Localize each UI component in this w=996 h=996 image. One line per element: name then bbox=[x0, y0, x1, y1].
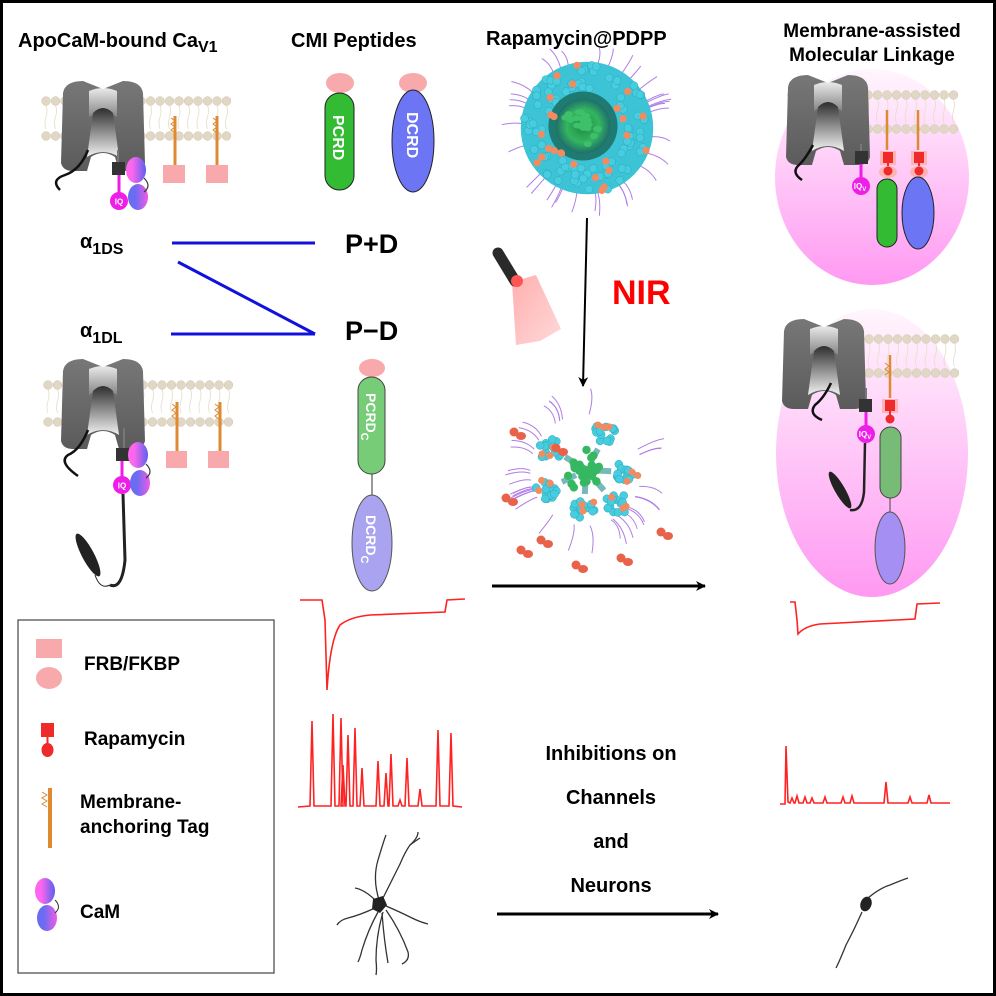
title-cmi-peptides: CMI Peptides bbox=[291, 30, 417, 52]
inhibition-text-line3: and bbox=[593, 831, 629, 853]
membrane-tag-frb-top bbox=[163, 116, 228, 183]
legend-label-membrane-line2: anchoring Tag bbox=[80, 817, 209, 838]
iq-domain-group-top: IQ bbox=[110, 150, 149, 210]
inhibition-text-line4: Neurons bbox=[570, 875, 651, 897]
diagram-svg: ApoCaM-bound CaV1 CMI Peptides Rapamycin… bbox=[17, 21, 969, 976]
iq-circle-icon bbox=[110, 192, 128, 210]
cam-n-lobe-icon bbox=[126, 157, 146, 183]
legend-item-frb-fkbp: FRB/FKBP bbox=[36, 639, 180, 689]
frb-fkbp-icon bbox=[36, 639, 62, 658]
alpha-1dl-label: α1DL bbox=[80, 320, 123, 347]
dcrd-label: DCRD bbox=[403, 112, 420, 158]
legend-label-rapamycin: Rapamycin bbox=[84, 729, 185, 750]
cav1-channel-icon bbox=[61, 359, 145, 449]
inhibition-text-line2: Channels bbox=[566, 787, 656, 809]
linkage-bottom: IQV bbox=[811, 355, 906, 585]
iq-label: IQ bbox=[115, 198, 123, 207]
membrane-tag-frb-bottom bbox=[166, 402, 229, 468]
iqv-label: IQV bbox=[859, 430, 871, 441]
legend-item-rapamycin: Rapamycin bbox=[41, 723, 185, 757]
spike-train-control bbox=[297, 713, 463, 808]
nir-arrow bbox=[578, 217, 589, 387]
legend-item-membrane-tag: Membrane- anchoring Tag bbox=[41, 788, 209, 848]
p-minus-d-label: P−D bbox=[345, 316, 398, 346]
pcrd-c-dcrd-c-peptide-icon: PCRDC DCRDC bbox=[351, 359, 393, 592]
legend-label-cam: CaM bbox=[80, 902, 120, 923]
title-apocam-cav1: ApoCaM-bound CaV1 bbox=[18, 30, 218, 56]
legend-label-membrane-line1: Membrane- bbox=[80, 792, 181, 813]
current-trace-control bbox=[300, 598, 466, 691]
flashlight-icon bbox=[492, 247, 561, 345]
legend-item-cam: CaM bbox=[35, 878, 120, 931]
spike-train-inhibited bbox=[780, 745, 950, 805]
distal-ct-icon bbox=[75, 533, 101, 577]
channel-tail-icon bbox=[63, 429, 90, 478]
nir-label: NIR bbox=[612, 274, 671, 312]
iqv-label: IQV bbox=[854, 182, 866, 193]
neuron-healthy-icon bbox=[336, 831, 429, 976]
neuron-inhibited-icon bbox=[835, 877, 909, 969]
iq-label: IQ bbox=[118, 482, 126, 491]
title-membrane-assisted: Membrane-assisted bbox=[783, 21, 960, 42]
dcrd-c-label: DCRDC bbox=[358, 515, 379, 563]
alpha-1ds-label: α1DS bbox=[80, 231, 124, 258]
linkage-top: IQV bbox=[794, 110, 935, 250]
channel-tail-icon bbox=[54, 149, 90, 191]
pcrd-label: PCRD bbox=[329, 115, 346, 160]
graphical-abstract: ApoCaM-bound CaV1 CMI Peptides Rapamycin… bbox=[3, 3, 993, 993]
pcrd-c-label: PCRDC bbox=[358, 393, 379, 441]
black-square-icon bbox=[112, 162, 125, 175]
cam-c-lobe-icon bbox=[128, 184, 148, 210]
legend-label-frb-fkbp: FRB/FKBP bbox=[84, 654, 180, 675]
cav1-channel-icon bbox=[61, 81, 145, 171]
inhibition-text-line1: Inhibitions on bbox=[545, 743, 676, 765]
traces-group bbox=[297, 598, 950, 808]
iq-domain-group-bottom: IQ bbox=[75, 428, 151, 588]
nanoparticle-released-icon bbox=[501, 388, 673, 573]
pcrd-peptide-icon: PCRD bbox=[324, 73, 355, 191]
p-plus-d-label: P+D bbox=[345, 229, 398, 259]
dcrd-peptide-icon: DCRD bbox=[391, 73, 435, 193]
link-ds-pminusd bbox=[177, 260, 316, 336]
title-rapamycin-pdpp: Rapamycin@PDPP bbox=[486, 28, 667, 50]
rapamycin-icon bbox=[41, 723, 54, 737]
nanoparticle-intact-icon bbox=[501, 47, 672, 216]
cam-icon bbox=[35, 878, 55, 904]
title-molecular-linkage: Molecular Linkage bbox=[789, 45, 955, 66]
current-trace-inhibited bbox=[790, 601, 941, 636]
